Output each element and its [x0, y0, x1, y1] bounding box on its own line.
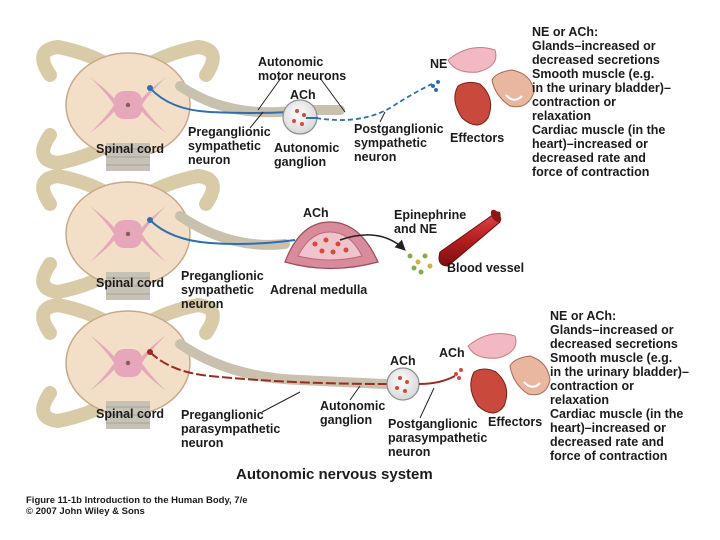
preganglionic-axon-top [149, 87, 291, 114]
caption-line-1: Figure 11-1b Introduction to the Human B… [26, 495, 248, 506]
label-ganglion-bottom: Autonomic ganglion [320, 399, 386, 427]
postganglionic-axon-top [315, 83, 433, 121]
preganglionic-cell-body-top [147, 85, 153, 91]
blood-vessel [438, 209, 502, 267]
nerve-trunk-top [175, 81, 345, 118]
diagram-title: Autonomic nervous system [236, 466, 433, 483]
autonomic-ganglion-top [282, 99, 318, 135]
effects-list-bottom: NE or ACh: Glands–increased or decreased… [550, 309, 689, 463]
leader-postganglionic-top [379, 111, 386, 123]
hormone-molecules [407, 253, 433, 275]
label-ach-top: ACh [290, 88, 316, 102]
label-spinal-cord-bottom: Spinal cord [96, 407, 165, 421]
label-epinephrine: Epinephrine and NE [394, 208, 467, 236]
label-blood-vessel: Blood vessel [447, 261, 525, 275]
label-postganglionic-top: Postganglionic sympathetic neuron [354, 122, 444, 164]
leader-ganglion-bottom [349, 385, 361, 401]
ne-release-top [431, 80, 440, 92]
label-ach-bottom-2: ACh [439, 346, 465, 360]
label-ganglion-top: Autonomic ganglion [274, 141, 340, 169]
leader-preganglionic-top [249, 111, 264, 129]
preganglionic-cell-body-middle [147, 217, 153, 223]
label-motor-neurons: Autonomic motor neurons [258, 55, 347, 83]
postganglionic-axon-bottom [418, 375, 456, 385]
label-effectors-top: Effectors [450, 131, 505, 145]
label-preganglionic-middle: Preganglionic sympathetic neuron [181, 269, 264, 311]
preganglionic-cell-body-bottom [147, 349, 153, 355]
effects-list-top: NE or ACh: Glands–increased or decreased… [532, 25, 671, 179]
label-preganglionic-bottom: Preganglionic parasympathetic neuron [181, 408, 281, 450]
label-adrenal-medulla: Adrenal medulla [270, 283, 368, 297]
figure-caption: Figure 11-1b Introduction to the Human B… [26, 495, 248, 517]
label-ach-middle: ACh [303, 206, 329, 220]
preganglionic-axon-middle [149, 219, 296, 245]
leader-motor-neurons-2 [319, 77, 346, 113]
leader-preganglionic-bottom [261, 391, 301, 413]
hormone-arrow [339, 234, 406, 251]
label-ne-top: NE [430, 57, 448, 71]
leader-motor-neurons-1 [257, 77, 282, 111]
caption-line-2: © 2007 John Wiley & Sons [26, 506, 145, 517]
spinal-cord-top [36, 39, 220, 171]
nerve-trunk-bottom [175, 339, 390, 389]
preganglionic-axon-bottom [149, 351, 389, 385]
spinal-cord-bottom [36, 297, 220, 429]
label-ach-bottom-1: ACh [390, 354, 416, 368]
label-postganglionic-bottom: Postganglionic parasympathetic neuron [388, 417, 488, 459]
effector-organs-top [447, 47, 535, 126]
spinal-cord-middle [36, 168, 220, 300]
label-spinal-cord-top: Spinal cord [96, 142, 165, 156]
leader-postganglionic-bottom [419, 387, 435, 419]
nerve-trunk-middle [175, 211, 290, 250]
label-preganglionic-top: Preganglionic sympathetic neuron [188, 125, 271, 167]
effector-organs-bottom [467, 333, 551, 414]
adrenal-medulla [284, 221, 379, 270]
label-spinal-cord-middle: Spinal cord [96, 276, 165, 290]
ach-release-bottom [454, 368, 463, 380]
label-effectors-bottom: Effectors [488, 415, 543, 429]
autonomic-ganglion-bottom [386, 367, 420, 401]
